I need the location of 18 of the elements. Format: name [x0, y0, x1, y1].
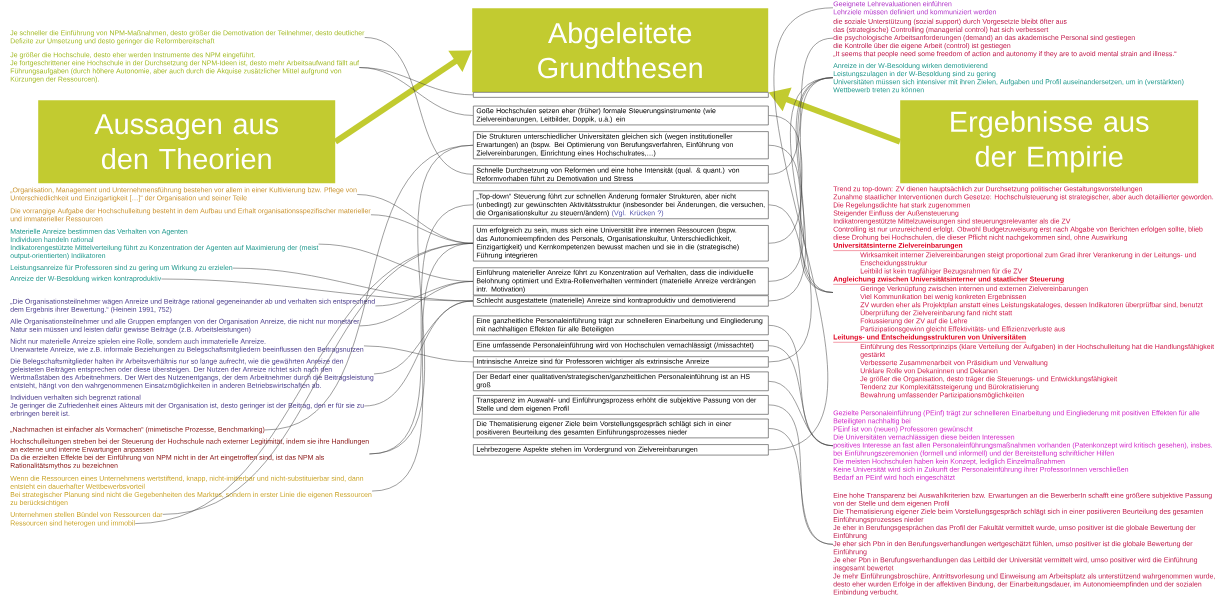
- connector: [364, 37, 474, 175]
- connector: [357, 194, 474, 244]
- connector: [768, 204, 834, 293]
- connector: [364, 300, 474, 407]
- connector: [359, 281, 474, 327]
- title-box: Abgeleitete Grundthesen: [472, 8, 769, 93]
- connector: [768, 7, 834, 451]
- title-box: Ergebnisse aus der Empirie: [900, 100, 1199, 184]
- empty-box: [473, 92, 769, 98]
- connector: [768, 77, 834, 363]
- connector: [359, 67, 474, 96]
- connector: [369, 145, 474, 455]
- title-box: Aussagen aus den Theorien: [38, 100, 336, 184]
- connector: [768, 37, 834, 175]
- connector: [363, 345, 474, 363]
- connector: [768, 428, 834, 545]
- connector: [768, 381, 834, 446]
- connector: [369, 204, 474, 455]
